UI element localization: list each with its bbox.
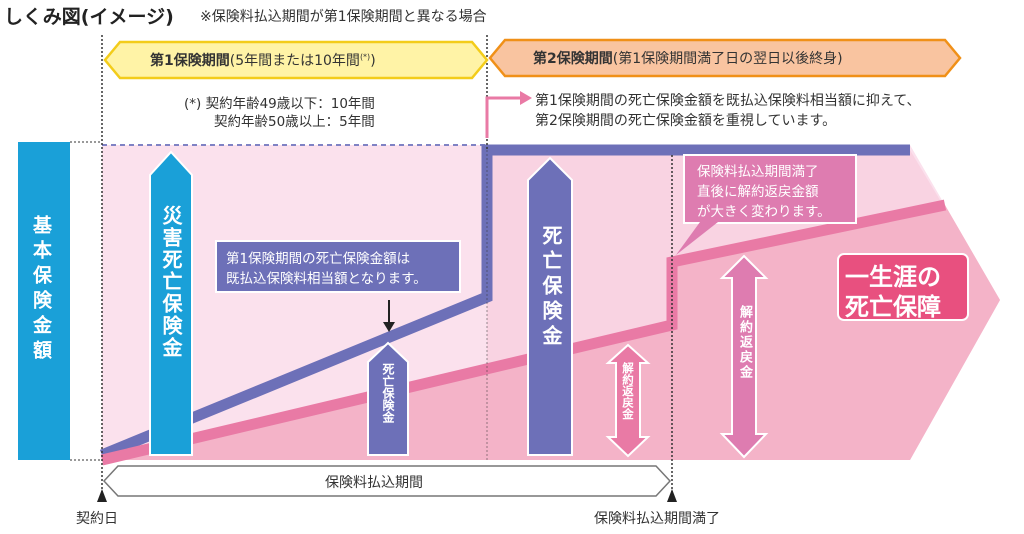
death-benefit-arrow-small [367, 341, 409, 456]
base-amount-box [18, 142, 70, 460]
payment-end-marker [667, 489, 677, 502]
lifetime-box [837, 253, 969, 321]
pink-callout-line3: が大きく変わります。 [697, 204, 831, 220]
period1-detail: (5年間または10年間 [229, 53, 360, 69]
page-title: しくみ図(イメージ) [4, 6, 174, 28]
explanation-line1: 第1保険期間の死亡保険金額を既払込保険料相当額に抑えて、 [535, 93, 921, 109]
purple-callout-line2: 既払込保険料相当額となります。 [226, 271, 427, 287]
surrender-large-label: 解約返戻金 [737, 305, 752, 380]
period2-banner [488, 38, 962, 78]
purple-callout-box [215, 240, 461, 293]
lifetime-line2: 死亡保障 [845, 293, 941, 321]
surrender-area [102, 205, 1000, 460]
period1-label: 第1保険期間(5年間または10年間(*)) [150, 50, 376, 70]
period1-sup: (*) [359, 52, 371, 62]
pink-callout-line2: 直後に解約返戻金額 [697, 184, 819, 200]
pink-callout-box [683, 154, 857, 224]
note: ※保険料払込期間が第1保険期間と異なる場合 [200, 9, 487, 25]
death-benefit-arrow-large [527, 156, 573, 456]
period2-title: 第2保険期間 [533, 51, 613, 67]
period1-banner [103, 40, 489, 80]
explanation-arrow [485, 96, 522, 138]
footnote-line1: (*) 契約年齢49歳以下：10年間 [184, 96, 375, 112]
payment-period-bracket [102, 465, 672, 497]
period1-title: 第1保険期間 [150, 53, 230, 69]
lifetime-line1: 一生涯の [845, 263, 941, 291]
period2-detail: (第1保険期間満了日の翌日以後終身) [612, 51, 843, 67]
period2-label: 第2保険期間(第1保険期間満了日の翌日以後終身) [533, 48, 843, 68]
base-amount-label: 基本保険金額 [30, 215, 52, 365]
contract-date-label: 契約日 [76, 511, 118, 527]
period1-close: ) [370, 53, 376, 69]
payment-end-label: 保険料払込期間満了 [594, 511, 720, 527]
disaster-death-label: 災害死亡保険金 [159, 205, 183, 359]
contract-date-marker [97, 489, 107, 502]
explanation-line2: 第2保険期間の死亡保険金額を重視しています。 [535, 113, 837, 129]
pink-callout-line1: 保険料払込期間満了 [697, 164, 819, 180]
death-large-label: 死亡保険金 [539, 225, 563, 350]
disaster-death-arrow [149, 150, 193, 456]
surrender-arrow-large [719, 254, 769, 459]
surrender-small-label: 解約返戻金 [621, 362, 635, 420]
footnote-line2: 契約年齢50歳以上：5年間 [214, 114, 375, 130]
purple-callout-line1: 第1保険期間の死亡保険金額は [226, 251, 411, 267]
death-small-label: 死亡保険金 [381, 363, 395, 423]
surrender-arrow-small [605, 343, 651, 458]
payment-period-label: 保険料払込期間 [325, 475, 423, 491]
